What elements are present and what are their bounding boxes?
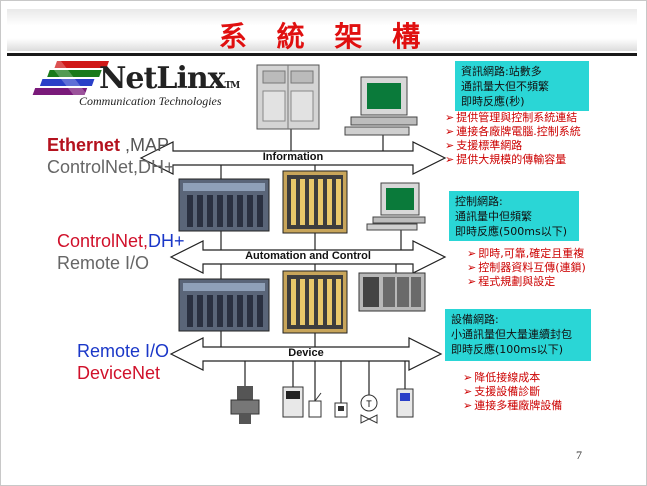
plc-rack-icon <box>178 278 270 332</box>
map-label: ,MAP <box>120 135 170 155</box>
netlinx-logo-icon <box>32 61 109 97</box>
page-number: 7 <box>576 448 582 462</box>
bullet-item: 連接多種廠牌設備 <box>463 399 562 413</box>
box-line: 小通訊量但大量連續封包 <box>451 328 572 341</box>
thermostat-valve-icon: T <box>360 394 378 424</box>
contactor-icon <box>396 388 414 418</box>
drive-icon <box>282 386 304 418</box>
bullet-item: 控制器資料互傳(連鎖) <box>467 261 586 275</box>
box-line: 控制網路: <box>455 195 503 208</box>
bullet-item: 提供大規模的傳輸容量 <box>445 153 581 167</box>
bullet-item: 提供管理與控制系統連結 <box>445 111 581 125</box>
controller-chassis-icon <box>282 170 348 234</box>
io-module-icon <box>358 272 426 312</box>
info-bullet-list: 提供管理與控制系統連結 連接各廠牌電腦.控制系統 支援標準網路 提供大規模的傳輸… <box>445 111 581 167</box>
switch-icon <box>334 402 348 418</box>
box-line: 設備網路: <box>451 313 499 326</box>
sensor-icon <box>308 392 322 418</box>
logo-tagline: Communication Technologies <box>79 94 222 108</box>
flow-valve-icon <box>230 386 260 424</box>
control-network-labels: ControlNet,DH+ Remote I/O <box>57 230 185 274</box>
controlnet-dh-label: ControlNet,DH+ <box>47 157 175 177</box>
devicenet-label: DeviceNet <box>77 363 161 383</box>
bullet-item: 支援標準網路 <box>445 139 581 153</box>
info-network-box: 資訊網路:站數多 通訊量大但不頻繁 即時反應(秒) <box>455 61 589 111</box>
server-icon <box>256 64 320 130</box>
box-line: 通訊量大但不頻繁 <box>461 80 549 93</box>
box-line: 即時反應(秒) <box>461 95 525 108</box>
bullet-item: 支援設備診斷 <box>463 385 562 399</box>
title-band <box>7 9 637 51</box>
box-line: 即時反應(500ms以下) <box>455 225 568 238</box>
box-line: 資訊網路:站數多 <box>461 65 542 78</box>
slide-title: 系 統 架 構 <box>218 20 431 53</box>
control-bullet-list: 即時,可靠,確定且重複 控制器資料互傳(連鎖) 程式規劃與設定 <box>467 247 586 289</box>
title-rule <box>7 53 637 56</box>
remote-io-label: Remote I/O <box>77 341 170 361</box>
bullet-item: 即時,可靠,確定且重複 <box>467 247 586 261</box>
automation-bus-arrow <box>169 240 447 274</box>
computer-icon <box>366 182 426 231</box>
info-network-labels: Ethernet ,MAP ControlNet,DH+ <box>47 134 175 178</box>
bullet-item: 降低接線成本 <box>463 371 562 385</box>
ethernet-label: Ethernet <box>47 135 121 155</box>
device-bus-arrow <box>169 337 443 371</box>
device-network-labels: Remote I/O DeviceNet <box>77 340 169 384</box>
bullet-item: 程式規劃與設定 <box>467 275 586 289</box>
svg-text:T: T <box>366 399 372 409</box>
device-bus-label: Device <box>288 347 324 359</box>
controller-chassis-icon <box>282 270 348 334</box>
box-line: 通訊量中但頻繁 <box>455 210 532 223</box>
dhplus-label: DH+ <box>148 231 185 251</box>
remote-io-label: Remote I/O <box>57 253 150 273</box>
bullet-item: 連接各廠牌電腦.控制系統 <box>445 125 581 139</box>
control-network-box: 控制網路: 通訊量中但頻繁 即時反應(500ms以下) <box>449 191 579 241</box>
connector-lines <box>220 129 406 403</box>
information-bus-label: Information <box>262 151 324 163</box>
computer-icon <box>344 76 418 136</box>
logo-brand: NetLinxTM <box>99 61 240 96</box>
automation-bus-label: Automation and Control <box>245 250 371 262</box>
box-line: 即時反應(100ms以下) <box>451 343 564 356</box>
controlnet-label: ControlNet, <box>57 231 149 251</box>
device-bullet-list: 降低接線成本 支援設備診斷 連接多種廠牌設備 <box>463 371 562 413</box>
plc-rack-icon <box>178 178 270 232</box>
device-network-box: 設備網路: 小通訊量但大量連續封包 即時反應(100ms以下) <box>445 309 591 361</box>
